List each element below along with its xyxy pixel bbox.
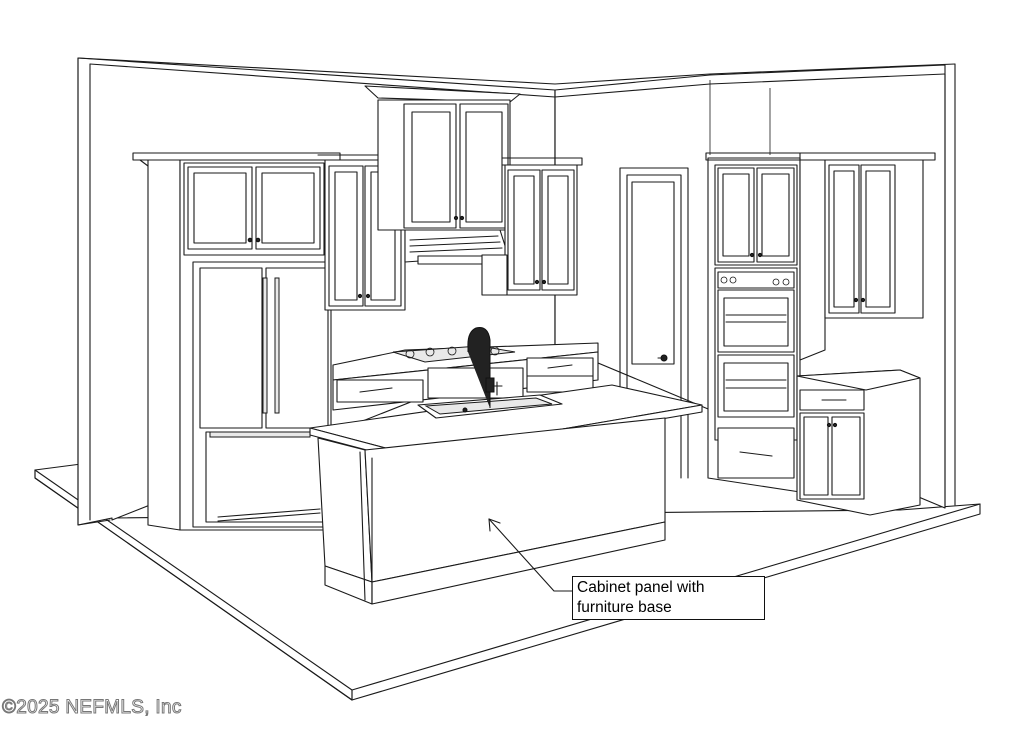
callout-line-1: Cabinet panel with bbox=[577, 579, 705, 596]
upper-cabinet-right bbox=[799, 152, 936, 361]
base-cabinet-right bbox=[796, 369, 921, 516]
range-hood-cabinet bbox=[364, 85, 521, 265]
callout-box: Cabinet panel with furniture base bbox=[572, 576, 765, 620]
faucet bbox=[467, 327, 503, 408]
upper-cabinet-right-of-hood bbox=[481, 157, 583, 296]
double-wall-oven bbox=[714, 267, 798, 479]
pantry-door bbox=[619, 167, 689, 479]
callout-arrow bbox=[488, 518, 573, 592]
callout-line-2: furniture base bbox=[577, 599, 672, 616]
kitchen-island bbox=[309, 384, 703, 605]
upper-cabinet-above-fridge bbox=[183, 162, 325, 256]
back-counter bbox=[332, 342, 599, 411]
copyright-watermark: ©2025 NEFMLS, Inc bbox=[2, 697, 182, 719]
refrigerator bbox=[192, 261, 332, 528]
